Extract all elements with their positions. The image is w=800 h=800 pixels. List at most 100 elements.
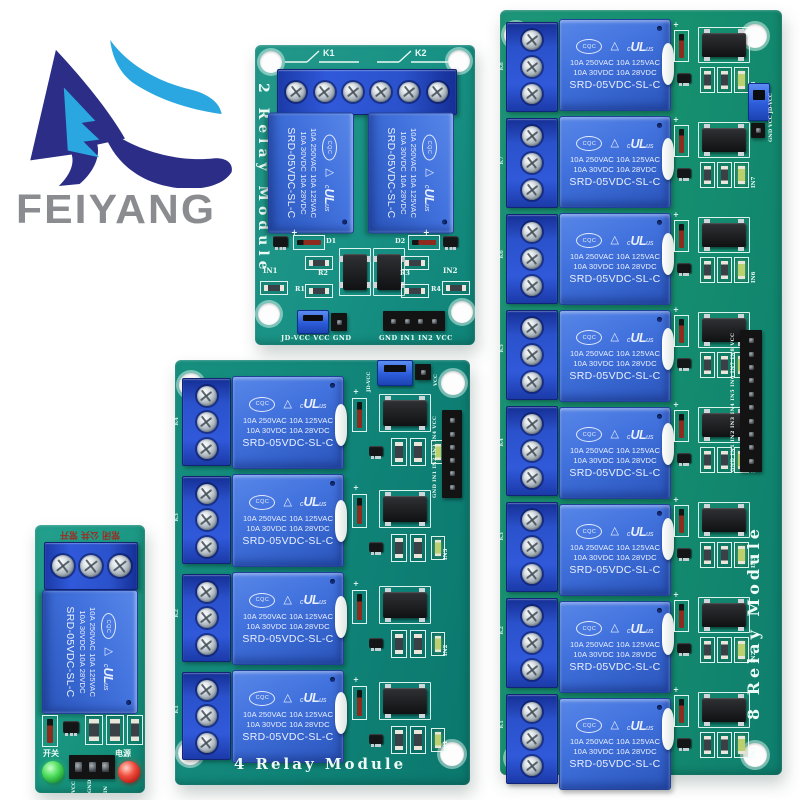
terminal-screw (522, 702, 542, 722)
pin-label-in: IN (103, 786, 109, 793)
cqc-logo: CQC (576, 524, 603, 539)
plus-mark: + (353, 579, 359, 588)
k-label-cell: K1 (174, 666, 181, 752)
terminal-screw (522, 441, 542, 461)
relay-ratings-1: 10A 250VAC 10A 125VAC (569, 252, 661, 261)
terminal-screw (80, 555, 102, 577)
terminal-screw (399, 82, 420, 102)
screw-terminal (506, 502, 558, 592)
resistor (700, 162, 715, 188)
plus-mark: + (673, 20, 679, 29)
relay-clip (662, 613, 674, 655)
cqc-logo: CQC (249, 592, 276, 608)
transistor (677, 263, 691, 276)
terminal-screw (522, 84, 542, 104)
plus-mark: + (353, 675, 359, 684)
optocoupler-frame (698, 27, 750, 63)
relay-clip (662, 43, 674, 85)
triangle-cert-icon: △ (610, 331, 619, 343)
relay-designator: K6 (499, 249, 505, 259)
terminal-screw (196, 706, 217, 726)
terminal-screw (196, 510, 217, 530)
transistor (369, 734, 383, 747)
k-label-cell: K3 (499, 492, 506, 580)
input-led-frame (734, 257, 749, 283)
module-title: 4 Relay Module (233, 755, 407, 773)
resistor (700, 67, 715, 93)
resistor (391, 438, 407, 466)
optocoupler-frame (373, 248, 405, 296)
input-led-label: IN1 (443, 740, 449, 752)
relay-ratings-2: 10A 30VDC 10A 28VDC (246, 621, 330, 631)
header-silk-label: GND IN1 IN2 VCC (379, 334, 453, 342)
relay-designator: K4 (499, 437, 505, 447)
optocoupler-frame (698, 122, 750, 158)
triangle-cert-icon: △ (283, 593, 292, 606)
input-led-label: IN2 (443, 644, 449, 656)
plus-mark: + (673, 495, 679, 504)
relay-ratings-2: 10A 30VDC 10A 28VDC (573, 359, 657, 368)
input-led-label: IN7 (751, 176, 757, 188)
k-label-cell: K1 (499, 680, 506, 768)
screw-terminal (182, 378, 231, 466)
relay-designator: K3 (174, 512, 180, 522)
plus-mark: + (353, 387, 359, 396)
relay-clip (662, 328, 674, 370)
terminal-screw (522, 756, 542, 776)
relay-designator: K2 (499, 625, 505, 635)
triangle-cert-icon: △ (283, 691, 292, 704)
power-led-label: 电源 (115, 748, 131, 758)
pin-label-gnd: GND (87, 779, 93, 793)
screw-terminal (506, 694, 558, 784)
triangle-cert-icon: △ (610, 234, 619, 246)
triangle-cert-icon: △ (324, 167, 336, 177)
input-led-label: IN1 (751, 746, 757, 758)
terminal-screw (196, 483, 217, 504)
resistor (717, 352, 732, 378)
optocoupler-frame (698, 502, 750, 538)
plus-mark: + (673, 210, 679, 219)
terminal-screw (427, 82, 448, 102)
relay-pin-dot (342, 219, 347, 224)
transistor (677, 738, 691, 751)
terminal-column (506, 22, 558, 784)
resistor (391, 630, 407, 658)
cqc-logo: CQC (101, 613, 116, 640)
resistor-label: R2 (318, 269, 328, 277)
relay-model: SRD-05VDC-SL-C (242, 436, 334, 449)
screw-terminal (182, 672, 231, 760)
relay-ratings-1: 10A 250VAC 10A 125VAC (242, 415, 334, 425)
flyback-diode (674, 600, 689, 632)
mounting-hole (258, 303, 280, 325)
terminal-screw (522, 276, 542, 296)
relay-ratings-2: 10A 30VDC 10A 28VDC (573, 456, 657, 465)
relay-model: SRD-05VDC-SL-C (569, 273, 661, 285)
flyback-diode (352, 686, 367, 720)
resistor (410, 630, 426, 658)
k-label-column: K4 K3 K2 K1 (174, 378, 181, 752)
resistor (401, 256, 429, 270)
plus-mark: + (673, 685, 679, 694)
terminal-screw (196, 679, 217, 700)
relay-clip (662, 518, 674, 560)
transistor (677, 168, 691, 181)
screw-terminal (506, 310, 558, 400)
input-led-frame (431, 536, 445, 560)
relay-ratings-2: 10A 30VDC 10A 28VDC (573, 747, 657, 756)
relay-ratings-1: 10A 250VAC 10A 125VAC (569, 349, 661, 358)
transistor (369, 446, 383, 459)
flyback-diode (674, 410, 689, 442)
relay-pin-dot (330, 481, 335, 486)
input-led-frame (734, 637, 749, 663)
resistor (700, 257, 715, 283)
mounting-hole (260, 51, 282, 73)
relay-designator: K2 (174, 608, 180, 618)
